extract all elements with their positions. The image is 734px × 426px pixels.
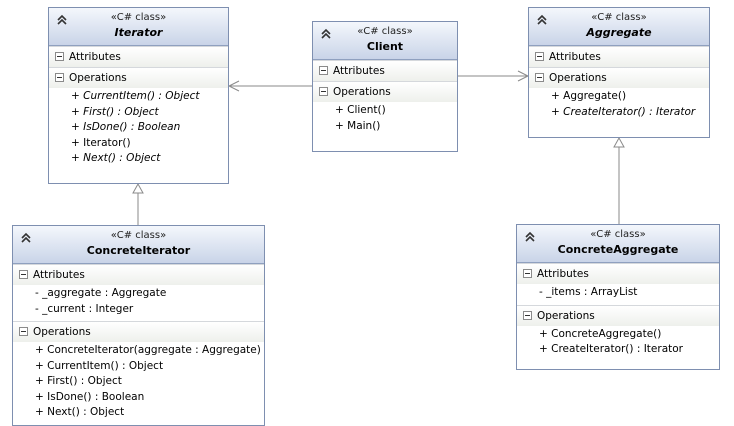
stereotype-label: «C# class»: [110, 12, 167, 23]
section-label: Operations: [69, 72, 127, 84]
double-chevron-up-icon[interactable]: [319, 27, 333, 41]
attributes-list: - _aggregate : Aggregate - _current : In…: [13, 285, 264, 321]
operation-item[interactable]: + IsDone() : Boolean: [71, 121, 181, 133]
class-concrete-aggregate[interactable]: «C# class» ConcreteAggregate Attributes …: [516, 224, 720, 370]
section-label: Attributes: [537, 268, 589, 280]
class-header: «C# class» Client: [313, 22, 457, 60]
operation-item[interactable]: + CurrentItem() : Object: [71, 90, 200, 102]
class-name: ConcreteIterator: [86, 244, 191, 257]
attributes-section-toggle[interactable]: Attributes: [13, 264, 264, 285]
operation-item[interactable]: + IsDone() : Boolean: [35, 390, 145, 403]
section-label: Attributes: [33, 269, 85, 281]
section-label: Operations: [549, 72, 607, 84]
section-label: Operations: [33, 326, 91, 338]
operations-section-toggle[interactable]: Operations: [529, 67, 709, 88]
class-name: ConcreteAggregate: [557, 243, 679, 256]
double-chevron-up-icon[interactable]: [55, 13, 69, 27]
minus-box-icon[interactable]: [535, 52, 544, 61]
class-aggregate[interactable]: «C# class» Aggregate Attributes Operatio…: [528, 7, 710, 138]
operation-item[interactable]: + ConcreteAggregate(): [539, 327, 662, 340]
operations-section-toggle[interactable]: Operations: [13, 321, 264, 342]
operations-list: + ConcreteAggregate() + CreateIterator()…: [517, 326, 719, 362]
operations-list: + Aggregate() + CreateIterator() : Itera…: [529, 88, 709, 124]
client-iterator-association: [227, 80, 312, 92]
double-chevron-up-icon[interactable]: [19, 231, 33, 245]
class-header: «C# class» Iterator: [49, 8, 228, 46]
class-concrete-iterator[interactable]: «C# class» ConcreteIterator Attributes -…: [12, 225, 265, 426]
operation-item[interactable]: + Client(): [335, 104, 386, 116]
class-name: Iterator: [114, 26, 163, 39]
section-label: Operations: [333, 86, 391, 98]
concreteiterator-inherits-iterator: [132, 182, 144, 225]
operation-item[interactable]: + Main(): [335, 119, 381, 132]
section-label: Attributes: [69, 51, 121, 63]
minus-box-icon[interactable]: [55, 73, 64, 82]
minus-box-icon[interactable]: [19, 270, 28, 279]
client-aggregate-association: [458, 70, 530, 82]
section-label: Attributes: [333, 65, 385, 77]
operation-item[interactable]: + Iterator(): [71, 136, 131, 149]
operations-section-toggle[interactable]: Operations: [49, 67, 228, 88]
attribute-item[interactable]: - _aggregate : Aggregate: [35, 287, 167, 299]
operation-item[interactable]: + CurrentItem() : Object: [35, 359, 164, 372]
section-label: Operations: [537, 309, 595, 322]
attributes-section-toggle[interactable]: Attributes: [49, 46, 228, 67]
class-name: Client: [366, 40, 404, 53]
minus-box-icon[interactable]: [535, 73, 544, 82]
operation-item[interactable]: + First() : Object: [35, 375, 122, 387]
stereotype-label: «C# class»: [110, 230, 167, 241]
minus-box-icon[interactable]: [319, 87, 328, 96]
class-header: «C# class» ConcreteAggregate: [517, 225, 719, 263]
class-name: Aggregate: [586, 26, 652, 39]
operations-list: + CurrentItem() : Object + First() : Obj…: [49, 88, 228, 171]
attributes-section-toggle[interactable]: Attributes: [517, 263, 719, 284]
class-header: «C# class» Aggregate: [529, 8, 709, 46]
minus-box-icon[interactable]: [523, 269, 532, 278]
stereotype-label: «C# class»: [590, 229, 646, 240]
operation-item[interactable]: + First() : Object: [71, 105, 159, 118]
class-iterator[interactable]: «C# class» Iterator Attributes Operation…: [48, 7, 229, 184]
attribute-item[interactable]: - _current : Integer: [35, 302, 134, 315]
attributes-section-toggle[interactable]: Attributes: [529, 46, 709, 67]
operation-item[interactable]: + Next() : Object: [35, 406, 125, 418]
double-chevron-up-icon[interactable]: [523, 230, 537, 244]
stereotype-label: «C# class»: [357, 26, 413, 37]
class-header: «C# class» ConcreteIterator: [13, 226, 264, 264]
class-client[interactable]: «C# class» Client Attributes Operations …: [312, 21, 458, 152]
operation-item[interactable]: + Next() : Object: [71, 152, 161, 164]
operation-item[interactable]: + Aggregate(): [551, 90, 627, 102]
operations-list: + ConcreteIterator(aggregate : Aggregate…: [13, 342, 264, 425]
attributes-section-toggle[interactable]: Attributes: [313, 60, 457, 81]
attribute-item[interactable]: - _items : ArrayList: [539, 286, 638, 298]
attributes-list: - _items : ArrayList: [517, 284, 719, 305]
minus-box-icon[interactable]: [319, 66, 328, 75]
minus-box-icon[interactable]: [523, 310, 532, 320]
operation-item[interactable]: + CreateIterator() : Iterator: [539, 343, 683, 355]
operation-item[interactable]: + ConcreteIterator(aggregate : Aggregate…: [35, 344, 261, 356]
operation-item[interactable]: + CreateIterator() : Iterator: [551, 105, 696, 118]
stereotype-label: «C# class»: [591, 12, 647, 23]
operations-section-toggle[interactable]: Operations: [517, 304, 719, 326]
minus-box-icon[interactable]: [55, 52, 64, 61]
minus-box-icon[interactable]: [19, 327, 28, 336]
operations-list: + Client() + Main(): [313, 102, 457, 138]
double-chevron-up-icon[interactable]: [535, 13, 549, 27]
operations-section-toggle[interactable]: Operations: [313, 81, 457, 102]
section-label: Attributes: [549, 51, 601, 63]
concreteaggregate-inherits-aggregate: [613, 136, 625, 224]
